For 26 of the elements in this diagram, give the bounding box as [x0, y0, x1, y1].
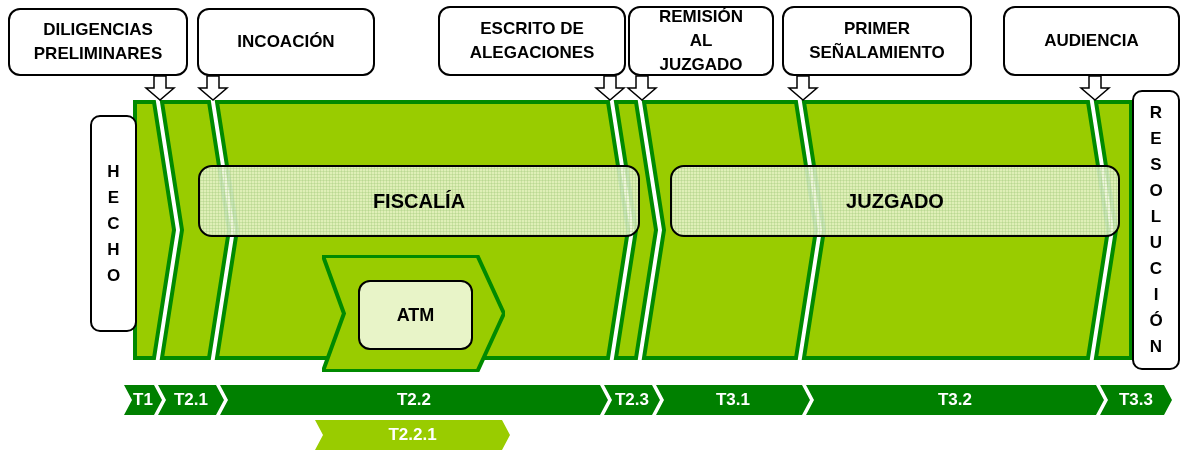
callout-box: AUDIENCIA [1003, 6, 1180, 76]
callout-box: INCOACIÓN [197, 8, 375, 76]
event-box: HECHO [90, 115, 137, 332]
timeline-segment: T3.3 [1100, 385, 1172, 415]
callout-box: ESCRITO DE ALEGACIONES [438, 6, 626, 76]
block-arrow [625, 75, 659, 101]
callout-box: REMISIÓN AL JUZGADO [628, 6, 774, 76]
block-arrow [143, 75, 177, 101]
chevron-shape [322, 255, 505, 372]
timeline-segment: T2.2 [220, 385, 608, 415]
timeline-segment: T3.1 [656, 385, 810, 415]
timeline-segment: T2.3 [604, 385, 660, 415]
event-box: RESOLUCIÓN [1132, 90, 1180, 370]
stage-box: JUZGADO [670, 165, 1120, 237]
stage-box: FISCALÍA [198, 165, 640, 237]
timeline-segment: T2.1 [158, 385, 224, 415]
timeline-segment: T3.2 [806, 385, 1104, 415]
block-arrow [593, 75, 627, 101]
timeline-segment: T2.2.1 [315, 420, 510, 450]
callout-box: DILIGENCIAS PRELIMINARES [8, 8, 188, 76]
block-arrow [786, 75, 820, 101]
block-arrow [196, 75, 230, 101]
timeline-segment: T1 [124, 385, 162, 415]
stage-box: ATM [358, 280, 473, 350]
block-arrow [1078, 75, 1112, 101]
callout-box: PRIMER SEÑALAMIENTO [782, 6, 972, 76]
